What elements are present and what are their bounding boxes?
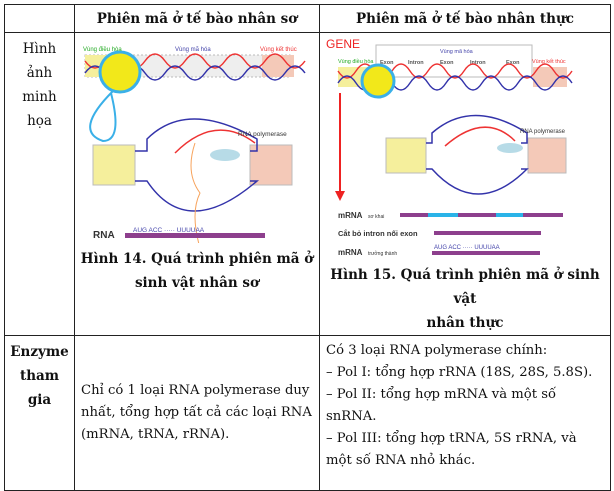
intron-label: Intron (408, 60, 424, 66)
magnifier-icon (360, 63, 396, 99)
rna-polymerase-shape (497, 143, 523, 153)
eukaryote-enzyme-list: Có 3 loại RNA polymerase chính: – Pol I:… (319, 335, 611, 491)
mature-mrna-sublabel: trưởng thành (368, 250, 397, 257)
comparison-table: Phiên mã ở tế bào nhân sơ Phiên mã ở tế … (4, 4, 611, 491)
rna-polymerase-shape (210, 149, 240, 161)
mature-mrna-strand (432, 251, 540, 255)
label-line: ảnh (26, 65, 53, 81)
prokaryote-enzyme-text: Chỉ có 1 loại RNA polymerase duy nhất, t… (74, 335, 320, 491)
header-row: Phiên mã ở tế bào nhân sơ Phiên mã ở tế … (4, 4, 611, 33)
label-line: minh (22, 89, 57, 105)
gene-label: GENE (326, 37, 360, 51)
enzyme-row: Enzyme tham gia Chỉ có 1 loại RNA polyme… (4, 335, 611, 491)
mature-mrna-label: mRNA (338, 248, 363, 257)
row-label-illustration: Hình ảnh minh họa (4, 32, 75, 336)
pre-mrna-sublabel: sơ khai (368, 214, 384, 220)
exon-label: Exon (380, 60, 394, 66)
header-empty (4, 4, 75, 33)
pre-mrna-label: mRNA (338, 211, 363, 220)
label-line: họa (27, 113, 52, 129)
exon-label: Exon (440, 60, 454, 66)
enzyme-line: – Pol III: tổng hợp tRNA, 5S rRNA, và mộ… (326, 431, 577, 468)
mrna-sequence: AUG ACC ····· UUUUAA (434, 245, 500, 251)
enzyme-line: – Pol II: tổng hợp mRNA và một số snRNA. (326, 387, 557, 424)
terminator-label: Vùng kết thúc (260, 47, 297, 53)
coding-label: Vùng mã hóa (440, 49, 474, 55)
eukaryote-transcription-diagram: GENE Vùng mã hóa Vùng điều hòa Vùng kết … (326, 37, 573, 257)
polymerase-label: RNA polymerase (238, 131, 287, 138)
caption-line: Hình 14. Quá trình phiên mã ở (80, 251, 314, 267)
label-line: tham (19, 368, 60, 384)
promoter-label: Vùng điều hòa (83, 47, 122, 53)
label-line: gia (27, 392, 52, 408)
intron-label: Intron (470, 60, 486, 66)
prokaryote-transcription-diagram: Vùng điều hòa Vùng mã hóa Vùng kết thúc … (83, 47, 306, 249)
header-eukaryote: Phiên mã ở tế bào nhân thực (319, 4, 611, 33)
enzyme-line: Có 3 loại RNA polymerase chính: (326, 343, 548, 358)
polymerase-label: RNA polymerase (520, 129, 566, 135)
label-line: Enzyme (10, 344, 69, 360)
promoter-label: Vùng điều hòa (338, 59, 374, 65)
rna-strand (125, 233, 265, 238)
label-line: Hình (22, 41, 57, 57)
terminator-label: Vùng kết thúc (532, 59, 566, 65)
pre-mrna-strand (400, 213, 563, 217)
coding-label: Vùng mã hóa (175, 47, 211, 53)
prokaryote-figure-cell: Vùng điều hòa Vùng mã hóa Vùng kết thúc … (74, 32, 320, 336)
header-prokaryote: Phiên mã ở tế bào nhân sơ (74, 4, 320, 33)
row-label-enzyme: Enzyme tham gia (4, 335, 75, 491)
exon-label: Exon (506, 60, 520, 66)
splice-label: Cắt bỏ intron nối exon (338, 229, 418, 238)
caption-line: nhân thực (426, 315, 504, 331)
illustration-row: Hình ảnh minh họa Vùng điều hòa Vùng mã … (4, 32, 611, 336)
enzyme-line: – Pol I: tổng hợp rRNA (18S, 28S, 5.8S). (326, 365, 593, 380)
caption-line: Hình 15. Quá trình phiên mã ở sinh vật (330, 267, 600, 307)
figure-14-caption: Hình 14. Quá trình phiên mã ở sinh vật n… (75, 247, 319, 295)
rna-sequence: AUG ACC ····· UUUUAA (133, 227, 205, 234)
magnifier-icon (98, 50, 142, 94)
rna-label: RNA (93, 230, 115, 241)
figure-15-caption: Hình 15. Quá trình phiên mã ở sinh vật n… (320, 263, 610, 335)
caption-line: sinh vật nhân sơ (134, 275, 260, 291)
eukaryote-figure-cell: GENE Vùng mã hóa Vùng điều hòa Vùng kết … (319, 32, 611, 336)
